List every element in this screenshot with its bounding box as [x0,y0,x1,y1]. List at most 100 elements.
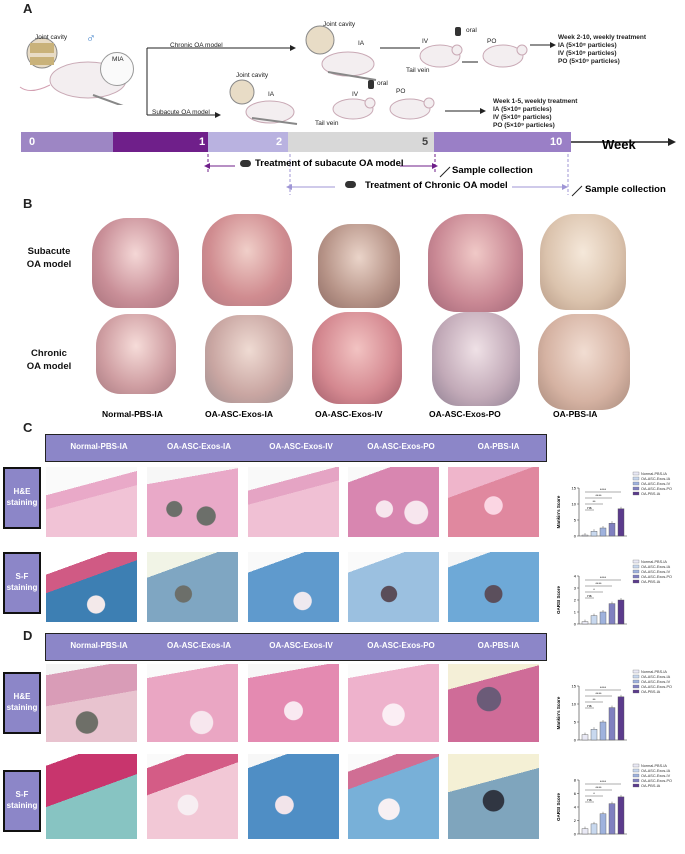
legend-swatch-1 [632,564,640,569]
panel-letter-b: B [23,196,33,211]
legend-swatch-4 [632,689,640,694]
histology-sf-d-ia [147,754,238,839]
ia-label-1: IA [358,40,365,47]
sig-label-1: * [593,587,595,592]
legend-label-3: OA-ASC-Exos-PO [641,575,672,579]
legend-label-3: OA-ASC-Exos-PO [641,685,672,689]
stain-label-sf-d-line-1: staining [6,801,38,810]
bar-1 [590,531,598,537]
histology-sf-d-iv [248,754,339,839]
y-axis-label: OARSI Score [556,793,561,822]
legend-label-2: OA-ASC-Exos-IV [641,680,671,684]
y-tick-label: 0 [574,738,577,743]
y-tick-label: 15 [572,486,577,491]
sig-label-0: ns [587,593,591,598]
bar-3 [608,523,616,537]
stain-label-sf-c-line-1: staining [6,583,38,592]
y-tick-label: 6 [574,791,577,796]
y-tick-label: 8 [574,778,577,783]
y-axis-label: Mankin's Score [556,696,561,729]
sig-label-2: **** [595,581,602,586]
legend-swatch-3 [632,684,640,689]
bar-3 [608,603,616,625]
legend-swatch-4 [632,579,640,584]
panel-a-arrows [146,42,556,118]
joint-photo-chronic-pbs [538,314,630,410]
y-axis-label: OARSI Score [556,586,561,615]
timeline-tick-10: 10 [550,136,563,148]
histology-sf-d-po [348,754,439,839]
joint-photo-chronic-normal [96,314,176,394]
chronic-treatment-line-1: IA (5×10⁸ particles) [558,42,617,49]
pill-icon [240,160,251,167]
legend-swatch-0 [632,471,640,476]
histology-he-d-po [348,664,439,742]
bar-4 [617,796,625,835]
sample-collection-label-1: Sample collection [452,165,533,176]
y-tick-label: 10 [572,502,577,507]
y-tick-label: 0 [574,832,577,837]
mia-label: MIA [112,56,124,63]
y-tick-label: 4 [574,574,577,579]
legend-swatch-3 [632,574,640,579]
subacute-treatment-period-label: Treatment of subacute OA model [255,158,404,169]
histology-sf-d-normal [46,754,137,839]
bar-3 [608,707,616,741]
sig-label-0: ns [587,505,591,510]
joint-photo-subacute-pbs [540,214,626,310]
legend-swatch-1 [632,476,640,481]
timeline-tick-2: 2 [276,136,283,148]
panel-letter-d: D [23,628,33,643]
legend-label-1: OA-ASC-Exos-IA [641,565,671,569]
po-label-1: PO [487,38,497,45]
histology-sf-c-iv [248,552,339,622]
sig-label-2: **** [595,785,602,790]
row-label-subacute: Subacute OA model [14,245,84,271]
chronic-treatment-line-3: PO (5×10⁹ particles) [558,58,620,65]
sig-label-2: **** [595,493,602,498]
legend-label-3: OA-ASC-Exos-PO [641,779,672,783]
legend-label-2: OA-ASC-Exos-IV [641,482,671,486]
timeline-segment-3 [288,132,434,152]
timeline-segment-4 [434,132,571,152]
row-label-chronic-line-1: OA model [26,361,72,372]
stain-label-sf-c: S-F staining [3,552,41,614]
y-tick-label: 0 [574,534,577,539]
chronic-model-label: Chronic OA model [170,42,223,49]
stain-label-sf-c-line-0: S-F [15,572,29,581]
timeline-segment-1 [113,132,208,152]
legend-label-1: OA-ASC-Exos-IA [641,477,671,481]
mia-structure-circle [100,52,134,86]
bar-3 [608,803,616,835]
mouse-subacute-iv [328,94,378,129]
legend-label-2: OA-ASC-Exos-IV [641,570,671,574]
po-label-2: PO [396,88,406,95]
bar-1 [590,729,598,741]
panel-letter-a: A [23,1,33,16]
panel-d-header-2: OA-ASC-Exos-IV [269,641,333,650]
stain-label-he-d-line-1: staining [6,703,38,712]
mankin-score-chart-c: Mankin's Score051015ns**********Normal-P… [556,471,672,539]
oral-dropper-icon [368,80,374,89]
oarsi-score-chart-c: OARSI Score01234ns*********Normal-PBS-IA… [556,559,672,627]
bar-0 [581,734,589,741]
stain-label-he-c-line-1: staining [6,498,38,507]
bar-2 [599,813,607,835]
sig-label-3: **** [600,779,607,784]
male-symbol: ♂ [86,30,96,45]
sig-label-3: **** [600,575,607,580]
legend-swatch-2 [632,773,640,778]
subacute-treatment-line-1: IA (5×10⁸ particles) [493,106,552,113]
sample-collection-label-2: Sample collection [585,184,666,195]
pill-icon [345,181,356,188]
histology-he-c-normal [46,467,137,537]
timeline-arrows [204,138,676,197]
legend-swatch-0 [632,669,640,674]
chronic-treatment-line-0: Week 2-10, weekly treatment [558,34,647,41]
panel-c-header-2: OA-ASC-Exos-IV [269,442,333,451]
subacute-treatment-line-0: Week 1-5, weekly treatment [493,98,578,105]
legend-label-0: Normal-PBS-IA [641,560,667,564]
oral-dropper-icon [455,27,461,36]
legend-swatch-0 [632,763,640,768]
y-tick-label: 2 [574,818,577,823]
